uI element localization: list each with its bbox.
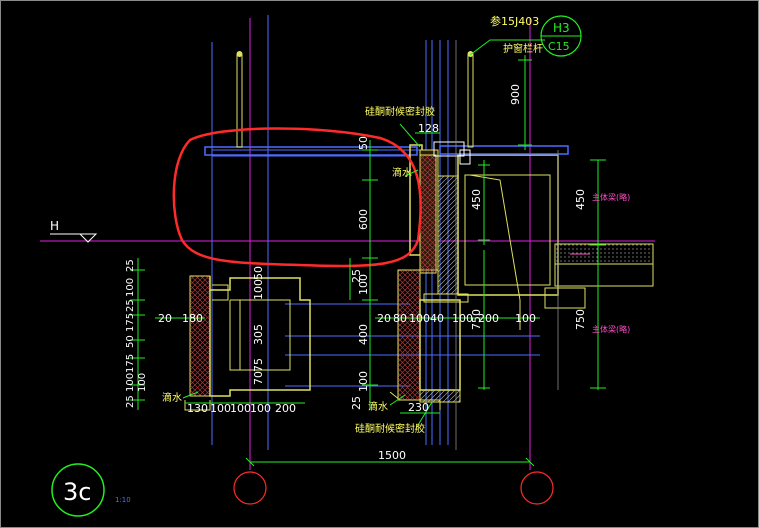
- note-drip-right: 滴水: [368, 400, 388, 413]
- dim-row-130: 130: [187, 402, 208, 415]
- detail-label-circle: [51, 463, 105, 517]
- dim-100-center: 100: [357, 274, 370, 295]
- note-sealant-top: 硅酮耐候密封胶: [365, 105, 435, 118]
- reference-lines: [455, 40, 559, 450]
- dim-20-left: 20: [158, 312, 172, 325]
- note-beam-bottom: 主体梁(略): [592, 324, 630, 334]
- dim-200-mid: 200: [478, 312, 499, 325]
- dimension-lines: [130, 39, 606, 467]
- sill-cap: [433, 141, 569, 165]
- dim-row-100b: 100: [230, 402, 251, 415]
- dim-100-e: 100: [452, 312, 473, 325]
- callout-bottom: C15: [548, 40, 570, 53]
- scale-note: 1:10: [115, 496, 131, 504]
- dim-40: 40: [430, 312, 444, 325]
- dim-900: 900: [509, 84, 522, 105]
- dim-1500: 1500: [378, 449, 406, 462]
- dim-left-100a: 100: [125, 278, 136, 297]
- dim-left-175a: 175: [125, 313, 136, 332]
- dim-left-25c: 25: [125, 395, 136, 408]
- dim-left-50: 50: [125, 335, 136, 348]
- axis-bubble-right: [520, 471, 554, 505]
- lower-panel-left: [184, 275, 311, 411]
- dim-20-right: 20: [377, 312, 391, 325]
- axis-lines: [40, 18, 655, 470]
- dim-450-right: 450: [574, 189, 587, 210]
- dim-left-100c: 100: [137, 373, 148, 392]
- dim-750-right: 750: [574, 309, 587, 330]
- dim-100-box: 100: [252, 279, 265, 300]
- note-sealant-bottom: 硅酮耐候密封胶: [355, 422, 425, 435]
- dim-100-low: 100: [357, 371, 370, 392]
- dim-left-100b: 100: [125, 373, 136, 392]
- dim-row-200: 200: [275, 402, 296, 415]
- dim-180: 180: [182, 312, 203, 325]
- dim-row-100c: 100: [250, 402, 271, 415]
- note-drip-top: 滴水: [392, 166, 412, 179]
- dim-230: 230: [408, 401, 429, 414]
- dim-750-mid: 750: [470, 309, 483, 330]
- railing-posts: [236, 51, 474, 148]
- dim-75: 75: [252, 358, 265, 372]
- dim-left-25a: 25: [125, 259, 136, 272]
- note-railing: 护窗栏杆: [503, 42, 543, 55]
- callout-top: H3: [553, 21, 570, 35]
- dim-row-100a: 100: [210, 402, 231, 415]
- dim-600: 600: [357, 209, 370, 230]
- axis-bubble-left: [233, 471, 267, 505]
- detail-label: 3c: [63, 478, 91, 506]
- dim-50: 50: [357, 136, 370, 150]
- lower-panel-right: [389, 269, 469, 410]
- dim-400: 400: [357, 324, 370, 345]
- note-beam-top: 主体梁(略): [592, 192, 630, 202]
- note-ref-detail: 参15J403: [490, 14, 539, 28]
- dim-70: 70: [252, 371, 265, 385]
- dim-left-25b: 25: [125, 299, 136, 312]
- dim-100-right: 100: [515, 312, 536, 325]
- dim-25-low: 25: [350, 396, 363, 410]
- water-level-label: H: [50, 219, 59, 233]
- note-drip-left: 滴水: [162, 391, 182, 404]
- dim-50-box: 50: [252, 266, 265, 280]
- dim-100-d: 100: [409, 312, 430, 325]
- dim-450-mid: 450: [470, 189, 483, 210]
- dim-80: 80: [393, 312, 407, 325]
- dim-25-center: 25: [350, 269, 363, 283]
- window-frame-top: [204, 144, 439, 271]
- insulation-layer-upper: [419, 154, 437, 274]
- dim-128: 128: [418, 122, 439, 135]
- concrete-slab: [437, 154, 654, 330]
- dim-305: 305: [252, 324, 265, 345]
- dim-left-175b: 175: [125, 354, 136, 373]
- revision-cloud: [172, 127, 422, 268]
